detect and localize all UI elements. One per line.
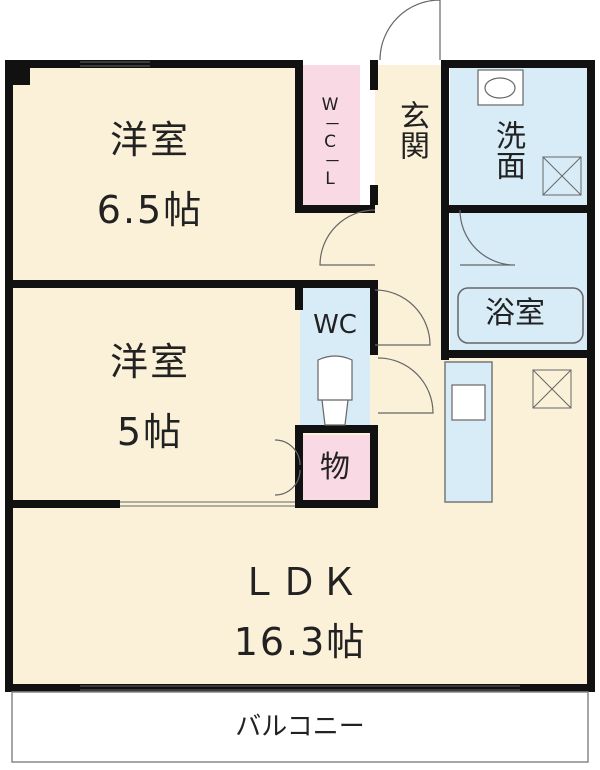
toilet <box>317 355 353 426</box>
wcl-label: W－C－L <box>320 95 340 189</box>
bath-label: 浴室 <box>485 296 545 331</box>
kitchen-sink <box>451 384 486 421</box>
storage-closet <box>300 435 370 500</box>
balcony <box>11 691 589 763</box>
wc-label: WC <box>313 310 357 340</box>
appliance-marks <box>532 156 582 409</box>
ldk-name: ＬＤＫ <box>239 560 360 604</box>
walls <box>5 60 595 692</box>
western-room-2-size: 5帖 <box>116 410 184 454</box>
western-room-2-name: 洋室 <box>109 340 190 384</box>
western-room-1-name: 洋室 <box>109 118 190 162</box>
doors <box>274 0 516 496</box>
wcl-closet <box>300 65 360 210</box>
entrance-label: 玄関 <box>394 100 429 160</box>
windows <box>80 61 520 691</box>
ldk-size: 16.3帖 <box>233 620 367 664</box>
kitchen-counter <box>444 361 493 503</box>
western-room-1 <box>10 65 300 280</box>
washroom-label: 洗面 <box>490 120 525 180</box>
western-room-1-size: 6.5帖 <box>96 188 204 232</box>
balcony-label: バルコニー <box>235 712 365 742</box>
bathtub <box>457 287 584 344</box>
storage-label: 物 <box>320 450 350 485</box>
entrance-area <box>375 65 445 210</box>
